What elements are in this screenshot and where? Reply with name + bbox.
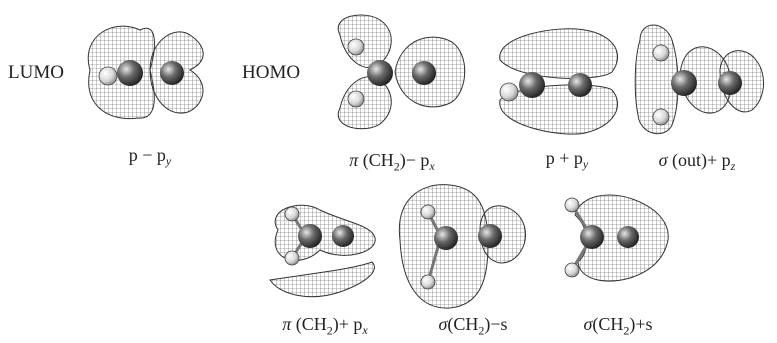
carbon-atom — [478, 224, 502, 248]
caption-sigma-out-pz: σ (out)+ pz — [658, 150, 736, 173]
mesh-lobe — [499, 28, 618, 79]
caption-sigma-ch2-minus-s: σ(CH2)−s — [438, 314, 508, 338]
mesh-lobe — [479, 205, 526, 264]
hydrogen-atom — [652, 44, 670, 62]
mesh-lobe — [337, 76, 392, 130]
caption-sigma-ch2-plus-s: σ(CH2)+s — [583, 314, 653, 338]
carbon-atom — [367, 60, 393, 86]
hydrogen-atom — [564, 262, 580, 278]
carbon-atom — [568, 73, 592, 97]
hydrogen-atom — [347, 90, 365, 108]
caption-p-py: p − py — [128, 145, 172, 168]
carbon-atom — [117, 60, 143, 86]
hydrogen-atom — [347, 38, 365, 56]
orbital-pi-ch2-px — [337, 14, 466, 130]
orbital-pi-ch2-plus-px — [269, 204, 376, 298]
carbon-atom — [434, 226, 458, 250]
caption-pi-ch2-px: π (CH2)− px — [349, 150, 435, 174]
orbital-sigma-ch2-minus-s — [398, 184, 526, 309]
carbon-atom — [298, 224, 322, 248]
hydrogen-atom — [564, 197, 580, 213]
orbital-sigma-out-pz — [634, 24, 764, 135]
homo-label: HOMO — [242, 62, 301, 83]
hydrogen-atom — [284, 250, 300, 266]
hydrogen-atom — [284, 206, 300, 222]
hydrogen-atom — [420, 204, 436, 220]
carbon-atom — [332, 225, 354, 247]
hydrogen-atom — [499, 82, 519, 102]
mesh-lobe — [337, 14, 392, 69]
caption-pi-ch2-plus-px: π (CH2)+ px — [282, 314, 368, 338]
lumo-label: LUMO — [8, 62, 64, 83]
carbon-atom — [519, 72, 545, 98]
mesh-lobe — [269, 261, 375, 298]
hydrogen-atom — [652, 108, 670, 126]
carbon-atom — [671, 70, 697, 96]
caption-p-plus-py: p + py — [545, 148, 589, 171]
carbon-atom — [718, 71, 742, 95]
carbon-atom — [617, 226, 639, 248]
carbon-atom — [580, 225, 604, 249]
carbon-atom — [412, 61, 436, 85]
hydrogen-atom — [98, 66, 118, 86]
orbital-p-py — [87, 25, 204, 120]
orbital-p-plus-py — [499, 28, 618, 135]
carbon-atom — [160, 61, 184, 85]
hydrogen-atom — [420, 274, 436, 290]
orbital-sigma-ch2-plus-s — [564, 194, 669, 282]
